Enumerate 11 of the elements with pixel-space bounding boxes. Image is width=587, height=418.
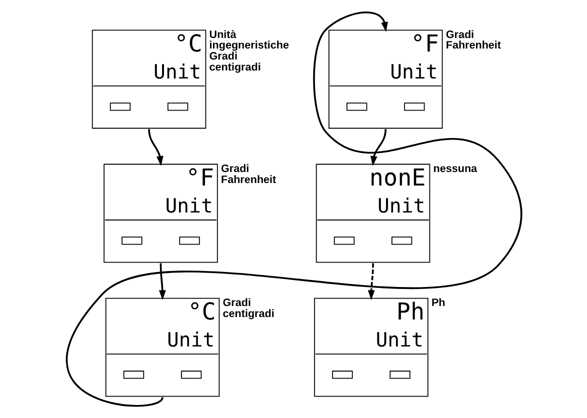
- arrow: [367, 263, 374, 300]
- node-label: nessuna: [432, 162, 477, 175]
- arrow: [148, 129, 163, 166]
- node-label: Gradi centigradi: [208, 50, 260, 74]
- node-label: Gradi centigradi: [222, 297, 274, 320]
- node-label: Gradi Fahrenheit: [220, 162, 276, 186]
- node-label: Ph: [431, 297, 445, 310]
- node-label: Gradi Fahrenheit: [445, 28, 501, 52]
- arrow: [158, 263, 166, 300]
- node-label: Unità ingegneristiche: [208, 28, 288, 52]
- arrow: [370, 129, 386, 166]
